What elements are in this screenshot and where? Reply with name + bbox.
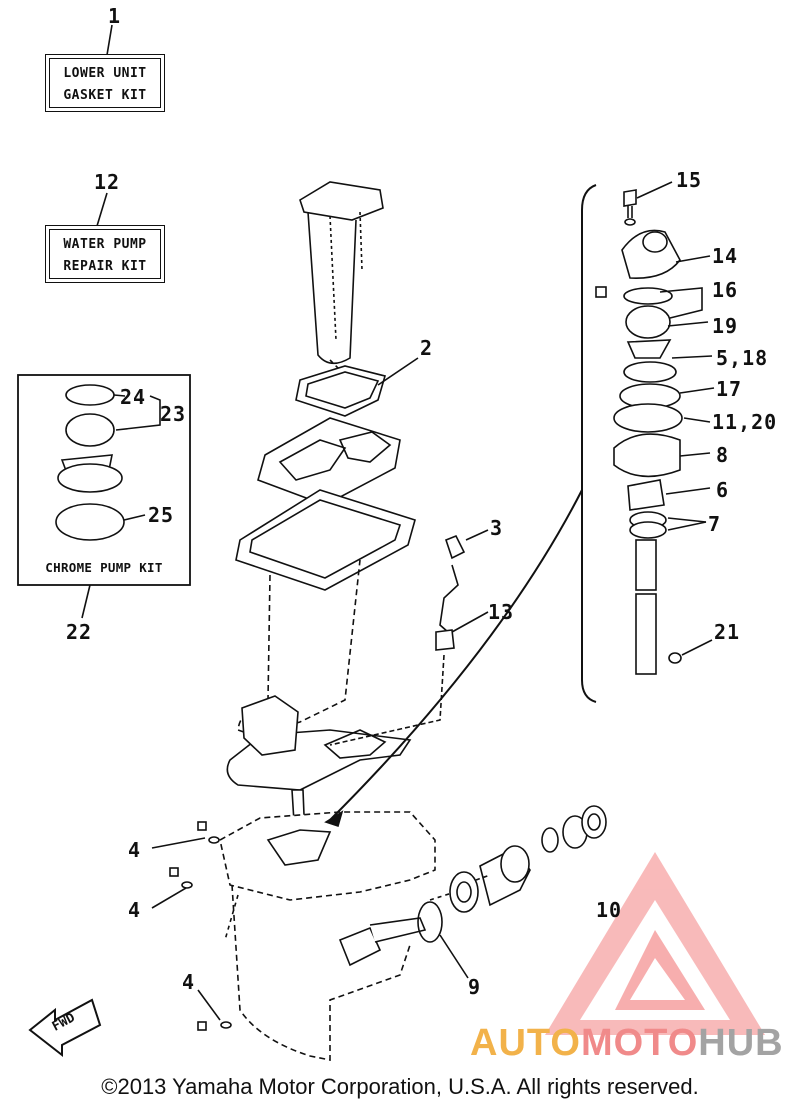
callout-14: 14 <box>712 244 739 268</box>
bolts-4 <box>151 821 232 1031</box>
callout-6: 6 <box>716 478 730 502</box>
callout-9: 9 <box>468 975 482 999</box>
water-pump-parts <box>595 181 715 675</box>
water-pump-kit-line2: REPAIR KIT <box>63 259 147 274</box>
chrome-pump-parts <box>55 384 161 541</box>
water-tube <box>299 181 384 381</box>
callout-4-b: 4 <box>128 898 142 922</box>
callout-19: 19 <box>712 314 739 338</box>
callout-kit-22: 22 <box>66 620 93 644</box>
chrome-pump-kit-box <box>17 374 191 586</box>
callout-7: 7 <box>708 512 722 536</box>
watermark-part1: AUTO <box>470 1022 581 1064</box>
callout-13: 13 <box>488 600 515 624</box>
callout-kit-12: 12 <box>94 170 121 194</box>
water-pump-kit-line1: WATER PUMP <box>63 237 147 252</box>
lower-unit-kit-line2: GASKET KIT <box>63 88 147 103</box>
callout-4-c: 4 <box>182 970 196 994</box>
watermark-part3: HUB <box>698 1022 784 1064</box>
callout-11-20: 11,20 <box>712 410 778 434</box>
watermark-triangle <box>545 852 765 1035</box>
callout-23: 23 <box>160 402 187 426</box>
callout-21: 21 <box>714 620 741 644</box>
pump-bracket <box>581 184 597 703</box>
propeller-shaft-assembly <box>429 805 607 913</box>
plate-gasket <box>257 417 401 506</box>
callout-8: 8 <box>716 443 730 467</box>
watermark-logo: AUTOMOTOHUB <box>470 1022 784 1065</box>
callout-15: 15 <box>676 168 703 192</box>
lower-gasket <box>235 489 416 591</box>
callout-17: 17 <box>716 377 743 401</box>
copyright-text: ©2013 Yamaha Motor Corporation, U.S.A. A… <box>101 1074 699 1099</box>
lower-unit-kit-line1: LOWER UNIT <box>63 66 147 81</box>
watermark-part2: MOTO <box>580 1022 699 1064</box>
gasket-2 <box>295 365 387 417</box>
fwd-arrow <box>28 998 102 1058</box>
callout-25: 25 <box>148 503 175 527</box>
callout-16: 16 <box>712 278 739 302</box>
gear-case <box>219 789 436 1061</box>
callout-2: 2 <box>420 336 434 360</box>
callout-kit-1: 1 <box>108 4 122 28</box>
lower-case-upper <box>226 559 412 791</box>
water-hose <box>329 529 489 746</box>
callout-3: 3 <box>490 516 504 540</box>
chrome-pump-kit-caption: CHROME PUMP KIT <box>45 560 163 575</box>
o-ring-9 <box>417 901 443 943</box>
leader-kit-12 <box>96 192 108 227</box>
lower-unit-gasket-kit-box: LOWER UNIT GASKET KIT <box>45 54 165 112</box>
assembly-arrow <box>329 489 583 821</box>
leader-kit-22 <box>81 584 91 619</box>
callout-4-a: 4 <box>128 838 142 862</box>
leader-kit-1 <box>106 24 113 56</box>
water-pump-repair-kit-box: WATER PUMP REPAIR KIT <box>45 225 165 283</box>
callout-10: 10 <box>596 898 623 922</box>
callout-5-18: 5,18 <box>716 346 769 370</box>
callout-24: 24 <box>120 385 147 409</box>
